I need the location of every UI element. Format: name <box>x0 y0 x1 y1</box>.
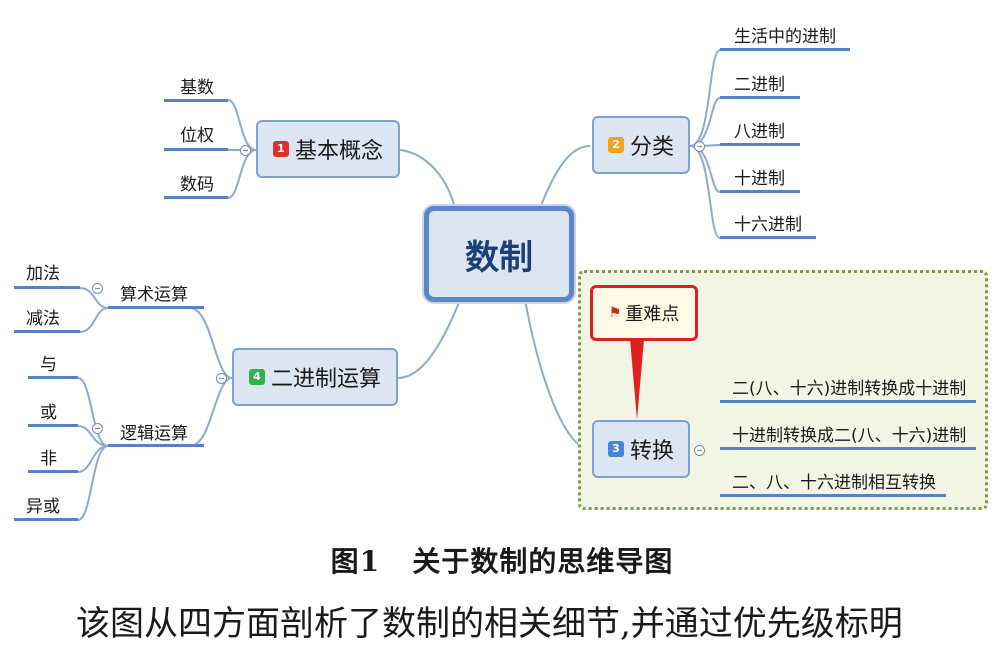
leaf-and[interactable]: 与 <box>40 355 57 375</box>
leaf-not[interactable]: 非 <box>40 449 57 469</box>
collapse-icon[interactable] <box>216 373 227 384</box>
leaf-mutual-conversion[interactable]: 二、八、十六进制相互转换 <box>732 473 936 493</box>
callout-key-points[interactable]: ⚑ 重难点 <box>590 285 698 341</box>
priority-2-badge: 2 <box>607 137 624 153</box>
topic-label: 基本概念 <box>294 139 383 164</box>
topic-conversion[interactable]: 3 转换 <box>592 420 690 478</box>
topic-classification[interactable]: 2 分类 <box>592 116 690 174</box>
connector-classify <box>539 145 591 209</box>
callout-pointer <box>630 339 644 420</box>
connector-basic <box>399 149 456 209</box>
collapse-icon[interactable] <box>92 283 103 294</box>
figure-caption: 图1 关于数制的思维导图 <box>0 540 1004 580</box>
leaf-or[interactable]: 或 <box>40 403 57 423</box>
leaf-digit[interactable]: 数码 <box>180 175 214 195</box>
priority-3-badge: 3 <box>607 441 624 457</box>
topic-basic-concept[interactable]: 1 基本概念 <box>256 120 400 178</box>
collapse-icon[interactable] <box>240 145 251 156</box>
subtopic-arithmetic[interactable]: 算术运算 <box>120 285 188 305</box>
leaf-add[interactable]: 加法 <box>26 264 60 284</box>
leaf-decimal[interactable]: 十进制 <box>734 169 785 189</box>
topic-binary-operations[interactable]: 4 二进制运算 <box>232 348 398 406</box>
leaf-weight[interactable]: 位权 <box>180 126 214 146</box>
leaf-xor[interactable]: 异或 <box>26 497 60 517</box>
leaf-subtract[interactable]: 减法 <box>26 309 60 329</box>
leaf-from-decimal[interactable]: 十进制转换成二(八、十六)进制 <box>732 426 967 446</box>
subtopic-logic[interactable]: 逻辑运算 <box>120 424 188 444</box>
collapse-icon[interactable] <box>694 445 705 456</box>
topic-label: 转换 <box>629 439 674 464</box>
flag-icon: ⚑ <box>608 305 622 321</box>
priority-4-badge: 4 <box>248 369 265 385</box>
mind-map: 数制 1 基本概念 基数 位权 数码 2 分类 生活中的进制 二进制 八进制 十… <box>14 27 988 521</box>
central-label: 数制 <box>465 237 533 278</box>
leaf-octal[interactable]: 八进制 <box>734 122 785 142</box>
caption-prefix: 图 <box>330 545 360 578</box>
body-paragraph: 该图从四方面剖析了数制的相关细节,并通过优先级标明 <box>76 604 903 644</box>
topic-label: 分类 <box>629 135 674 160</box>
collapse-icon[interactable] <box>92 423 103 434</box>
caption-number: 1 <box>359 545 381 578</box>
central-node[interactable]: 数制 <box>424 206 574 302</box>
leaf-radix[interactable]: 基数 <box>180 78 214 98</box>
caption-title: 关于数制的思维导图 <box>412 545 674 578</box>
leaf-hex[interactable]: 十六进制 <box>734 215 802 235</box>
leaf-to-decimal[interactable]: 二(八、十六)进制转换成十进制 <box>732 379 967 399</box>
collapse-icon[interactable] <box>694 141 705 152</box>
connector-binop <box>397 299 461 379</box>
callout-label: 重难点 <box>625 304 680 325</box>
topic-label: 二进制运算 <box>270 367 381 392</box>
leaf-binary[interactable]: 二进制 <box>734 75 785 95</box>
priority-1-badge: 1 <box>272 141 289 157</box>
leaf-everyday-base[interactable]: 生活中的进制 <box>734 27 836 47</box>
